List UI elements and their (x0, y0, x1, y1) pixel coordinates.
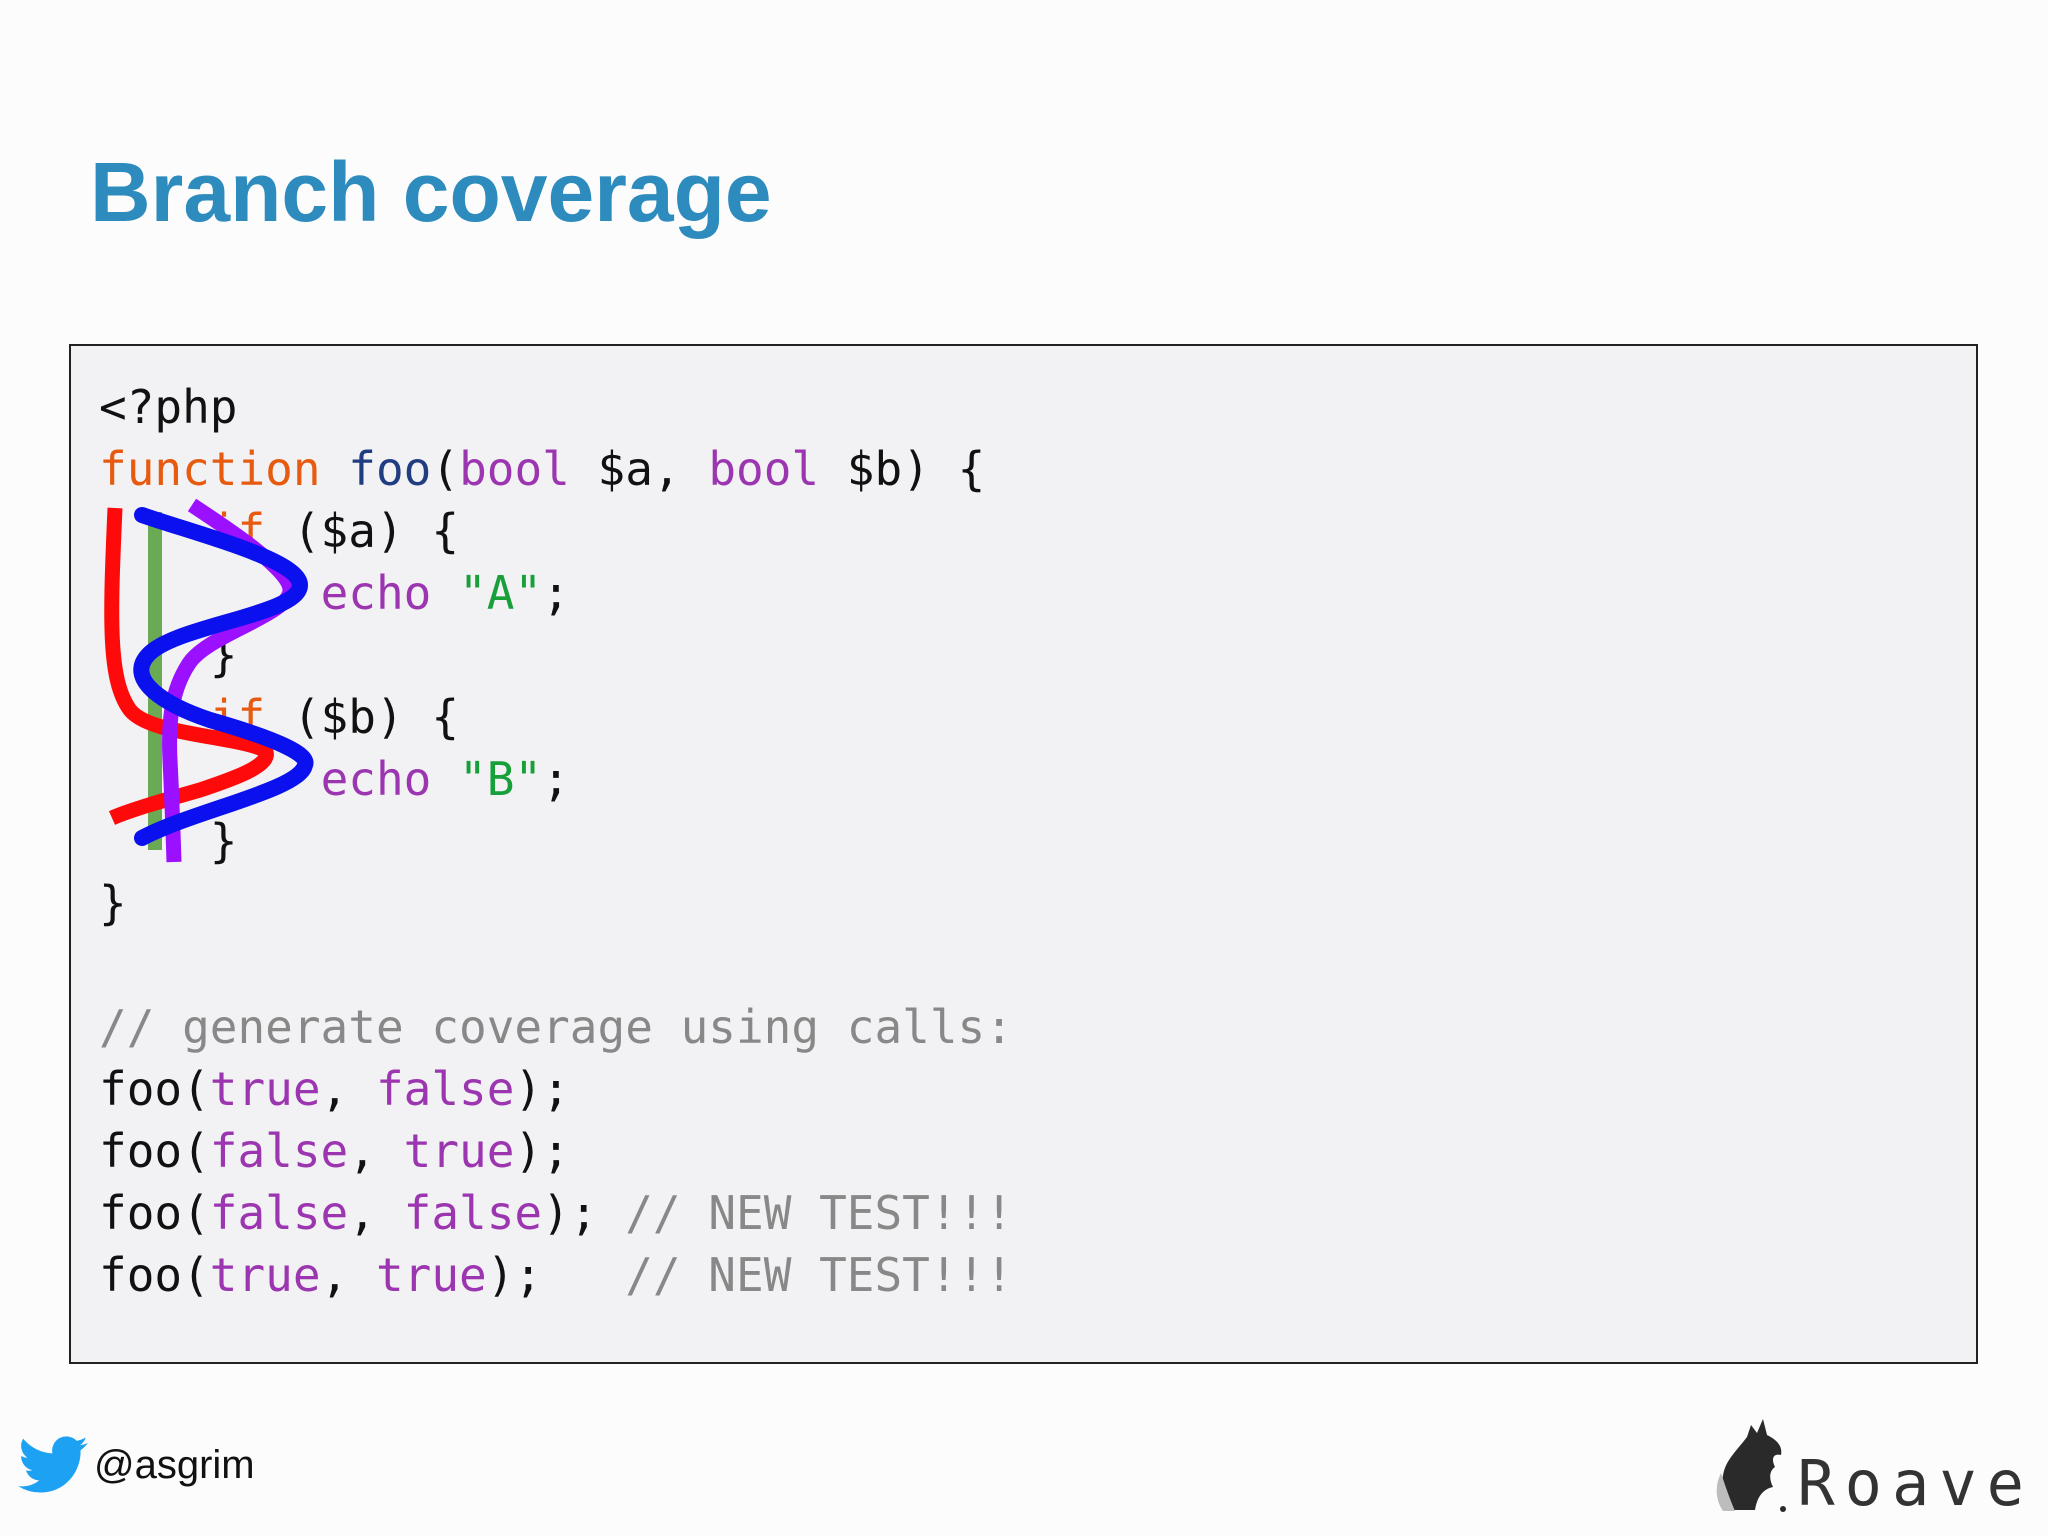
code-token-bool: false (375, 1062, 515, 1116)
code-token-plain: ; (542, 566, 570, 620)
code-token-plain: foo( (99, 1248, 210, 1302)
brand-name: Roave (1797, 1447, 2034, 1520)
code-token-plain: } (99, 628, 238, 682)
code-line: foo(false, false); // NEW TEST!!! (99, 1182, 1013, 1244)
code-token-kw: if (209, 504, 266, 558)
code-token-fn: foo (348, 442, 432, 496)
code-line: } (99, 624, 1013, 686)
code-token-str: "B" (459, 752, 543, 806)
twitter-handle-block: @asgrim (18, 1436, 255, 1494)
code-token-plain: ); (514, 1062, 570, 1116)
code-token-plain: , (320, 1062, 376, 1116)
code-token-bool: false (209, 1124, 349, 1178)
code-line: ​ (99, 934, 1013, 996)
code-line: function foo(bool $a, bool $b) { (99, 438, 1013, 500)
code-line: // generate coverage using calls: (99, 996, 1013, 1058)
code-token-comment: // generate coverage using calls: (99, 1000, 1013, 1054)
code-token-echo: echo (320, 566, 432, 620)
code-token-plain (431, 752, 459, 806)
roave-logo: Roave (1711, 1415, 2034, 1515)
code-token-kw: function (99, 442, 321, 496)
code-line: if ($b) { (99, 686, 1013, 748)
code-token-plain: ; (542, 752, 570, 806)
code-token-plain: $b) { (819, 442, 986, 496)
code-line: echo "B"; (99, 748, 1013, 810)
code-token-plain: foo( (99, 1186, 210, 1240)
code-token-plain: ); (486, 1248, 626, 1302)
code-token-type: bool (459, 442, 570, 496)
code-token-plain: ); (542, 1186, 626, 1240)
code-token-plain: ( (431, 442, 460, 496)
code-token-plain: ($b) { (265, 690, 460, 744)
code-token-plain: } (99, 814, 238, 868)
code-token-bool: true (209, 1248, 321, 1302)
code-token-plain: foo( (99, 1062, 210, 1116)
code-token-bool: false (403, 1186, 543, 1240)
code-token-plain: , (348, 1186, 404, 1240)
code-token-plain: $a, (569, 442, 709, 496)
twitter-handle: @asgrim (94, 1442, 255, 1487)
code-token-plain: , (348, 1124, 404, 1178)
slide-title: Branch coverage (90, 145, 772, 239)
code-line: <?php (99, 376, 1013, 438)
code-token-plain (99, 752, 321, 806)
code-token-plain (99, 690, 210, 744)
code-line: foo(true, false); (99, 1058, 1013, 1120)
code-token-bool: true (375, 1248, 487, 1302)
code-token-plain (99, 504, 210, 558)
code-line: } (99, 872, 1013, 934)
code-token-plain: ); (514, 1124, 570, 1178)
code-line: if ($a) { (99, 500, 1013, 562)
code-token-plain (99, 566, 321, 620)
roave-wolf-icon (1717, 1419, 1787, 1512)
code-token-kw: if (209, 690, 266, 744)
code-token-plain: <?php (99, 380, 238, 434)
code-token-bool: true (403, 1124, 515, 1178)
code-line: foo(false, true); (99, 1120, 1013, 1182)
code-line: foo(true, true); // NEW TEST!!! (99, 1244, 1013, 1306)
code-line: } (99, 810, 1013, 872)
code-token-type: bool (708, 442, 820, 496)
code-token-plain: } (99, 876, 127, 930)
code-token-plain: ($a) { (265, 504, 460, 558)
twitter-bird-icon (18, 1436, 88, 1493)
code-line: echo "A"; (99, 562, 1013, 624)
code-token-bool: true (209, 1062, 321, 1116)
code-token-plain (431, 566, 459, 620)
code-token-echo: echo (320, 752, 432, 806)
code-token-comment: // NEW TEST!!! (625, 1186, 1013, 1240)
code-token-str: "A" (459, 566, 543, 620)
code-token-bool: false (209, 1186, 349, 1240)
code-token-comment: // NEW TEST!!! (625, 1248, 1013, 1302)
code-token-plain: foo( (99, 1124, 210, 1178)
code-token-plain (321, 442, 349, 496)
code-token-plain: , (320, 1248, 376, 1302)
